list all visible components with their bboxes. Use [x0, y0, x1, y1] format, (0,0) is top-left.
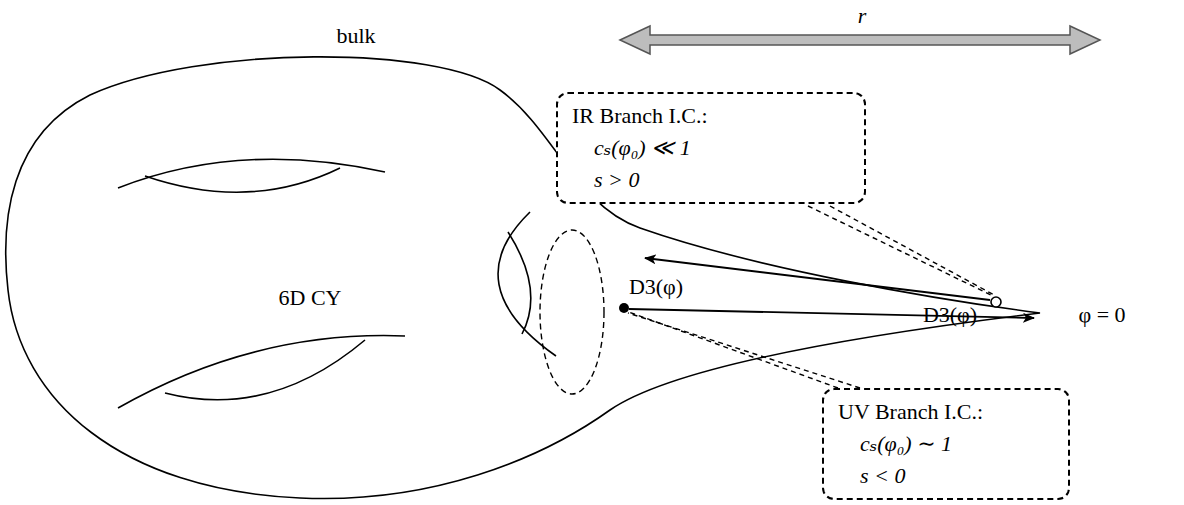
brane-label: D3(φ): [629, 275, 683, 299]
region-label: bulk: [336, 24, 375, 48]
cy-outline: [6, 57, 1040, 499]
ir-motion-arrow: [645, 258, 990, 300]
callout-box: IR Branch I.C.:cₛ(φ₀) ≪ 1s > 0: [556, 92, 866, 204]
d3-filled-point: [619, 303, 629, 313]
callout-condition: s < 0: [860, 460, 905, 492]
callout-heading: UV Branch I.C.:: [838, 396, 983, 428]
callout-condition: s > 0: [594, 164, 639, 196]
dimension-label: r: [858, 4, 867, 28]
d3-open-point: [991, 297, 1001, 307]
position-label: φ = 0: [1078, 303, 1125, 327]
brane-label: D3(φ): [923, 303, 977, 327]
callout-condition: cₛ(φ₀) ≪ 1: [594, 132, 691, 164]
region-label: 6D CY: [279, 286, 342, 310]
cy-holes: [118, 159, 556, 408]
callout-condition: cₛ(φ₀) ∼ 1: [860, 428, 952, 460]
throat-ellipse: [540, 230, 604, 394]
callout-heading: IR Branch I.C.:: [572, 100, 708, 132]
leader-lines: [626, 206, 996, 388]
callout-box: UV Branch I.C.:cₛ(φ₀) ∼ 1s < 0: [822, 388, 1070, 500]
radius-arrow: [620, 26, 1100, 54]
